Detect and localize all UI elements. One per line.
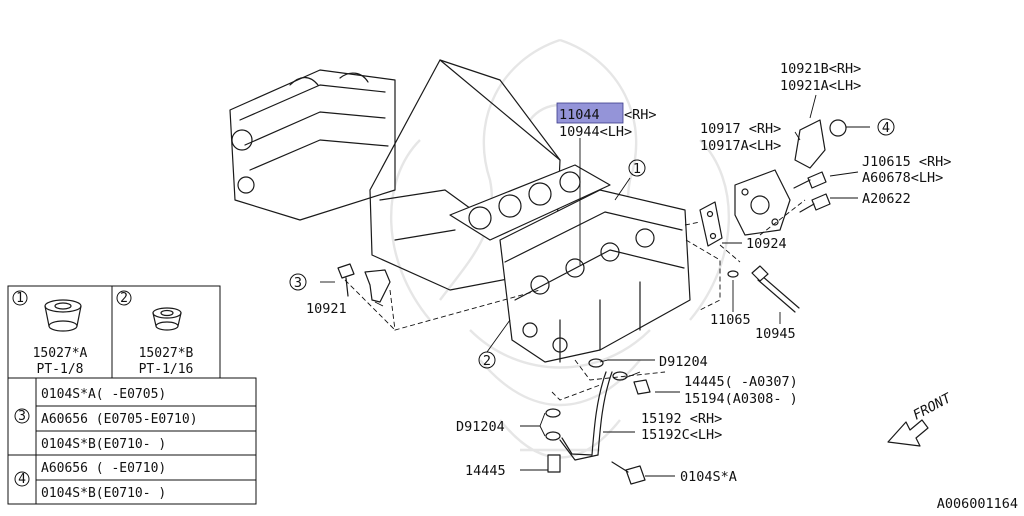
callout-4: 4 [877, 118, 895, 136]
leader-lines [320, 94, 870, 477]
part-label-11044[interactable]: 11044 [559, 107, 600, 123]
part-label-d91204-lower[interactable]: D91204 [456, 419, 505, 435]
callout-1: 1 [628, 159, 646, 177]
part-label-15194[interactable]: 15194(A0308- ) [684, 391, 798, 407]
cylinder-head-illustration [499, 189, 691, 363]
plug-b-part[interactable]: 15027*B [139, 346, 194, 361]
bolt-group-3-num: 3 [18, 409, 26, 424]
part-label-10917a[interactable]: 10917A<LH> [700, 138, 781, 154]
head-gasket-illustration [449, 164, 611, 241]
plug-a-spec: PT-1/8 [37, 362, 84, 377]
bolt-illustrations-right [793, 171, 831, 213]
plug-b-icon [152, 307, 182, 331]
part-label-10945[interactable]: 10945 [755, 326, 796, 342]
front-arrow-icon [887, 419, 929, 447]
plug-table-right-num: 2 [120, 291, 128, 306]
svg-text:4: 4 [882, 120, 890, 136]
part-label-15192[interactable]: 15192 <RH> [641, 411, 722, 427]
part-label-10944[interactable]: 10944<LH> [559, 124, 632, 140]
part-label-d91204-upper[interactable]: D91204 [659, 354, 708, 370]
camshaft-support-illustration [734, 119, 847, 236]
svg-text:2: 2 [483, 353, 491, 369]
part-label-0104sa[interactable]: 0104S*A [680, 469, 737, 485]
bolt-group-4-row-1[interactable]: A60656 ( -E0710) [41, 461, 166, 476]
callout-3: 3 [289, 273, 307, 291]
part-label-a60678[interactable]: A60678<LH> [862, 170, 943, 186]
assembly-dashed-lines [344, 199, 806, 401]
oil-pipe-illustration [545, 358, 651, 485]
bolt-group-3-row-1[interactable]: 0104S*A( -E0705) [41, 387, 166, 402]
part-label-10921a[interactable]: 10921A<LH> [780, 78, 861, 94]
diagram-id: A006001164 [937, 496, 1018, 512]
svg-text:1: 1 [633, 161, 641, 177]
bolt-table: 3 4 0104S*A( -E0705) A60656 (E0705-E0710… [7, 377, 257, 505]
part-label-10921[interactable]: 10921 [306, 301, 347, 317]
callout-2: 2 [478, 351, 496, 369]
part-label-10917[interactable]: 10917 <RH> [700, 121, 781, 137]
plug-table: 1 2 15027*A PT-1/8 15027*B PT-1/16 [7, 285, 221, 379]
sensor-illustration [337, 263, 391, 303]
engine-block-illustration [229, 59, 561, 291]
svg-text:3: 3 [294, 275, 302, 291]
plug-table-left-num: 1 [16, 291, 24, 306]
part-label-a20622[interactable]: A20622 [862, 191, 911, 207]
part-highlight-box [556, 102, 624, 124]
part-label-15192c[interactable]: 15192C<LH> [641, 427, 722, 443]
bolt-group-4-num: 4 [18, 472, 26, 487]
bolt-group-3-row-3[interactable]: 0104S*B(E0710- ) [41, 437, 166, 452]
plate-illustration [699, 201, 723, 247]
part-label-j10615[interactable]: J10615 <RH> [862, 154, 951, 170]
plug-a-icon [44, 299, 82, 332]
part-label-14445-upper[interactable]: 14445( -A0307) [684, 374, 798, 390]
plug-b-spec: PT-1/16 [139, 362, 194, 377]
part-label-11044-side: <RH> [624, 107, 657, 123]
part-label-11065[interactable]: 11065 [710, 312, 751, 328]
front-label: FRONT [910, 390, 954, 424]
bolt-group-3-row-2[interactable]: A60656 (E0705-E0710) [41, 412, 198, 427]
part-label-14445-lower[interactable]: 14445 [465, 463, 506, 479]
plug-a-part[interactable]: 15027*A [33, 346, 88, 361]
bolt-group-4-row-2[interactable]: 0104S*B(E0710- ) [41, 486, 166, 501]
part-label-10924[interactable]: 10924 [746, 236, 787, 252]
part-label-10921b[interactable]: 10921B<RH> [780, 61, 861, 77]
head-bolt-illustration [727, 265, 800, 313]
